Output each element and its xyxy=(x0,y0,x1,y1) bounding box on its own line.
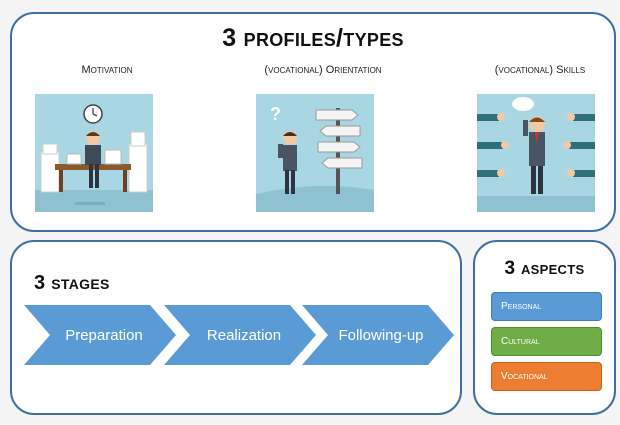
aspect-cultural: Cultural xyxy=(491,327,602,356)
aspects-panel: 3 aspects Personal Cultural Vocational xyxy=(473,240,616,415)
stage-label-following-up: Following-up xyxy=(338,326,424,344)
stage-label-preparation: Preparation xyxy=(65,326,143,344)
profiles-title: 3 profiles/types xyxy=(222,24,404,52)
chevron-shape xyxy=(24,305,176,365)
motivation-illustration xyxy=(35,94,153,212)
orientation-illustration: ? xyxy=(256,94,374,212)
svg-text:?: ? xyxy=(270,104,281,124)
stage-chevron-realization: Realization xyxy=(164,305,316,365)
chevron-shape xyxy=(302,305,454,365)
stage-chevron-following-up: Following-up xyxy=(302,305,454,365)
stage-chevron-preparation: Preparation xyxy=(24,305,176,365)
aspect-vocational: Vocational xyxy=(491,362,602,391)
aspects-title: 3 aspects xyxy=(504,258,585,279)
skills-illustration xyxy=(477,94,595,212)
profile-label-orientation: (vocational) Orientation xyxy=(264,64,382,76)
stages-panel: 3 stages Preparation Realization Followi… xyxy=(10,240,462,415)
chevron-shape xyxy=(164,305,316,365)
stage-label-realization: Realization xyxy=(206,326,282,344)
stages-title: 3 stages xyxy=(34,272,110,294)
profiles-panel: 3 profiles/types Motivation (vocational)… xyxy=(10,12,616,232)
profile-label-skills: (vocational) Skills xyxy=(494,64,586,76)
profile-label-motivation: Motivation xyxy=(81,64,133,76)
aspect-personal: Personal xyxy=(491,292,602,321)
